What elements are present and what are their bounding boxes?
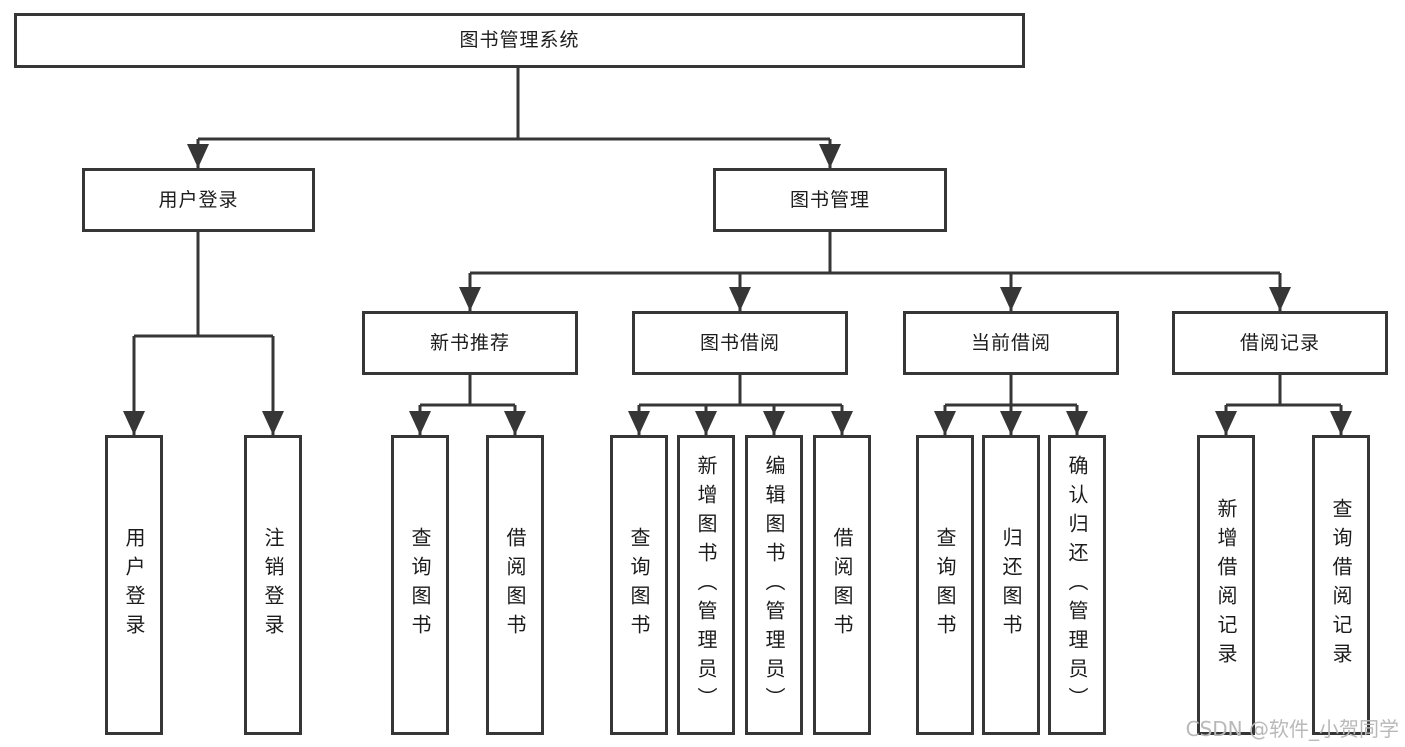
node-leaf-search-books-recommend: 查询图书 [391, 435, 449, 735]
arrowhead-icon [831, 411, 853, 435]
connector-root-to-level2 [196, 68, 832, 168]
arrowhead-icon [504, 411, 526, 435]
arrowhead-icon [1000, 411, 1022, 435]
arrowhead-icon [934, 411, 956, 435]
node-leaf-edit-books-admin: 编辑图书（管理员） [745, 435, 803, 735]
node-leaf-search-books-borrowing: 查询图书 [610, 435, 668, 735]
arrowhead-icon [123, 411, 145, 435]
arrowhead-icon [1000, 287, 1022, 311]
node-leaf-borrow-books-recommend: 借阅图书 [486, 435, 544, 735]
connector-borrowing-records-to-leaves [1224, 375, 1343, 435]
node-leaf-confirm-return-admin: 确认归还（管理员） [1048, 435, 1106, 735]
arrowhead-icon [695, 411, 717, 435]
node-leaf-logout: 注销登录 [244, 435, 302, 735]
node-leaf-add-borrow-record: 新增借阅记录 [1197, 435, 1255, 735]
arrowhead-icon [1215, 411, 1237, 435]
connector-user-login-to-leaves [132, 232, 275, 435]
node-book-borrowing: 图书借阅 [632, 311, 848, 375]
node-leaf-user-login: 用户登录 [105, 435, 163, 735]
arrowhead-icon [763, 411, 785, 435]
node-leaf-borrow-books: 借阅图书 [813, 435, 871, 735]
connector-book-management-to-level3 [468, 232, 1282, 311]
csdn-watermark: CSDN @软件_小贺同学 [1185, 717, 1399, 741]
node-leaf-return-books: 归还图书 [982, 435, 1040, 735]
arrowhead-icon [1330, 411, 1352, 435]
arrowhead-icon [729, 287, 751, 311]
node-book-management: 图书管理 [713, 168, 947, 232]
connector-book-borrowing-to-leaves [637, 375, 844, 435]
arrowhead-icon [628, 411, 650, 435]
node-current-borrowing: 当前借阅 [903, 311, 1119, 375]
node-new-book-recommendation: 新书推荐 [362, 311, 578, 375]
arrowhead-icon [187, 144, 209, 168]
arrowhead-icon [819, 144, 841, 168]
node-leaf-search-borrow-record: 查询借阅记录 [1312, 435, 1370, 735]
node-leaf-add-books-admin: 新增图书（管理员） [677, 435, 735, 735]
arrowhead-icon [1066, 411, 1088, 435]
connector-new-book-recommendation-to-leaves [418, 375, 517, 435]
arrowhead-icon [409, 411, 431, 435]
arrowhead-icon [1269, 287, 1291, 311]
node-leaf-search-books-current: 查询图书 [916, 435, 974, 735]
node-user-login: 用户登录 [82, 168, 315, 232]
node-library-management-system: 图书管理系统 [14, 13, 1025, 68]
node-borrowing-records: 借阅记录 [1172, 311, 1388, 375]
arrowhead-icon [262, 411, 284, 435]
arrowhead-icon [459, 287, 481, 311]
